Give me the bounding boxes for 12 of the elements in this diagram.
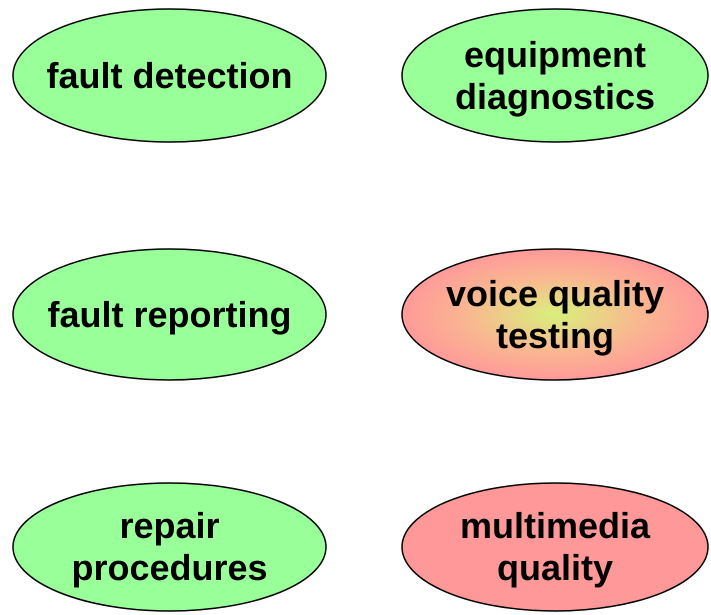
topic-label: repair procedures bbox=[70, 505, 269, 589]
topic-label: fault reporting bbox=[48, 294, 292, 336]
topic-label: voice quality testing bbox=[444, 272, 666, 356]
topic-label: fault detection bbox=[46, 54, 292, 96]
topic-label: multimedia quality bbox=[458, 505, 652, 589]
topic-label: equipment diagnostics bbox=[454, 34, 656, 118]
topic-ellipse bbox=[12, 8, 327, 143]
topic-ellipse bbox=[401, 8, 709, 143]
topic-ellipse bbox=[12, 248, 327, 381]
topic-ellipse bbox=[401, 482, 709, 612]
topic-ellipse bbox=[12, 482, 327, 612]
topic-ellipse bbox=[401, 248, 709, 381]
